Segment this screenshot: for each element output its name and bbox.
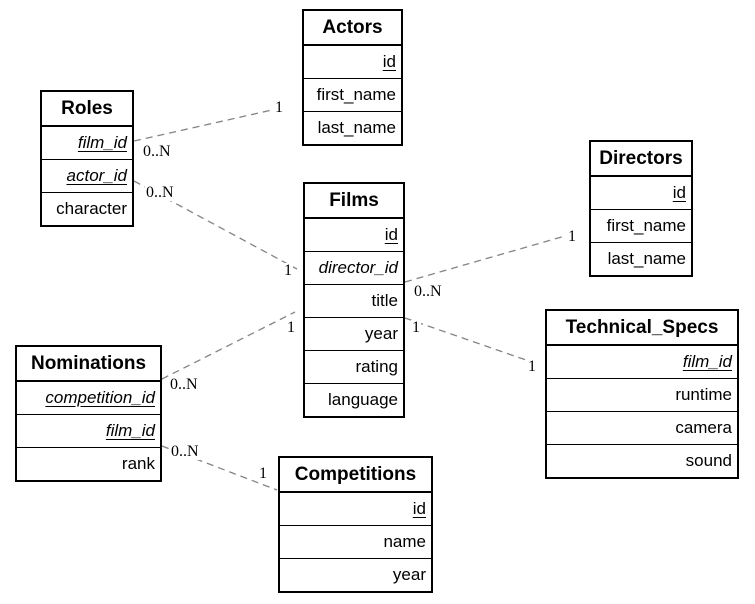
field-id: id: [305, 219, 403, 252]
entity-fields: id name year: [280, 493, 431, 591]
field-actor_id: actor_id: [42, 160, 132, 193]
field-language: language: [305, 384, 403, 416]
field-label: rank: [121, 454, 155, 473]
field-film_id: film_id: [547, 346, 737, 379]
field-runtime: runtime: [547, 379, 737, 412]
field-label: id: [382, 52, 396, 71]
entity-title: Directors: [591, 142, 691, 177]
field-label: first_name: [316, 85, 396, 104]
entity-title: Nominations: [17, 347, 160, 382]
field-last_name: last_name: [591, 243, 691, 275]
field-label: id: [384, 225, 398, 244]
entity-fields: id first_name last_name: [304, 46, 401, 144]
relationship-line-nominations-films: [161, 311, 296, 380]
field-id: id: [304, 46, 401, 79]
cardinality-nominations-competitions-to: 1: [258, 465, 268, 482]
cardinality-films-technical-specs-to: 1: [527, 358, 537, 375]
entity-fields: id first_name last_name: [591, 177, 691, 275]
cardinality-films-technical-specs-from: 1: [411, 319, 421, 336]
field-film_id: film_id: [17, 415, 160, 448]
field-camera: camera: [547, 412, 737, 445]
field-label: name: [383, 532, 426, 551]
field-label: film_id: [77, 133, 127, 152]
field-year: year: [305, 318, 403, 351]
field-label: year: [364, 324, 398, 343]
cardinality-roles-actors-from: 0..N: [142, 143, 172, 160]
entity-fields: film_id actor_id character: [42, 127, 132, 225]
entity-actors: Actors id first_name last_name: [302, 9, 403, 146]
field-film_id: film_id: [42, 127, 132, 160]
field-label: last_name: [317, 118, 396, 137]
field-last_name: last_name: [304, 112, 401, 144]
entity-title: Competitions: [280, 458, 431, 493]
entity-title: Actors: [304, 11, 401, 46]
field-director_id: director_id: [305, 252, 403, 285]
field-label: sound: [685, 451, 732, 470]
entity-title: Roles: [42, 92, 132, 127]
field-label: year: [392, 565, 426, 584]
field-label: competition_id: [45, 388, 155, 407]
field-label: id: [672, 183, 686, 202]
field-rank: rank: [17, 448, 160, 480]
field-first_name: first_name: [304, 79, 401, 112]
field-rating: rating: [305, 351, 403, 384]
field-sound: sound: [547, 445, 737, 477]
field-label: first_name: [606, 216, 686, 235]
cardinality-roles-films-from: 0..N: [145, 184, 175, 201]
field-name: name: [280, 526, 431, 559]
field-year: year: [280, 559, 431, 591]
cardinality-roles-actors-to: 1: [274, 99, 284, 116]
cardinality-roles-films-to: 1: [283, 262, 293, 279]
field-label: title: [371, 291, 398, 310]
cardinality-films-directors-from: 0..N: [413, 283, 443, 300]
field-id: id: [591, 177, 691, 210]
relationship-line-nominations-competitions: [161, 445, 278, 491]
field-label: language: [328, 390, 398, 409]
field-id: id: [280, 493, 431, 526]
field-label: camera: [675, 418, 732, 437]
field-label: rating: [355, 357, 398, 376]
field-label: character: [56, 199, 127, 218]
field-label: runtime: [675, 385, 732, 404]
cardinality-films-directors-to: 1: [567, 228, 577, 245]
entity-directors: Directors id first_name last_name: [589, 140, 693, 277]
field-label: film_id: [682, 352, 732, 371]
cardinality-nominations-films-to: 1: [286, 319, 296, 336]
field-label: actor_id: [66, 166, 127, 185]
field-competition_id: competition_id: [17, 382, 160, 415]
relationship-line-films-technical-specs: [404, 317, 527, 361]
entity-roles: Roles film_id actor_id character: [40, 90, 134, 227]
entity-title: Technical_Specs: [547, 311, 737, 346]
field-character: character: [42, 193, 132, 225]
field-title: title: [305, 285, 403, 318]
field-label: director_id: [318, 258, 398, 277]
field-label: film_id: [105, 421, 155, 440]
field-first_name: first_name: [591, 210, 691, 243]
cardinality-nominations-films-from: 0..N: [169, 376, 199, 393]
cardinality-nominations-competitions-from: 0..N: [170, 443, 200, 460]
entity-competitions: Competitions id name year: [278, 456, 433, 593]
field-label: id: [412, 499, 426, 518]
relationship-line-roles-actors: [133, 109, 273, 142]
field-label: last_name: [607, 249, 686, 268]
relationship-line-films-directors: [404, 235, 566, 283]
entity-title: Films: [305, 184, 403, 219]
